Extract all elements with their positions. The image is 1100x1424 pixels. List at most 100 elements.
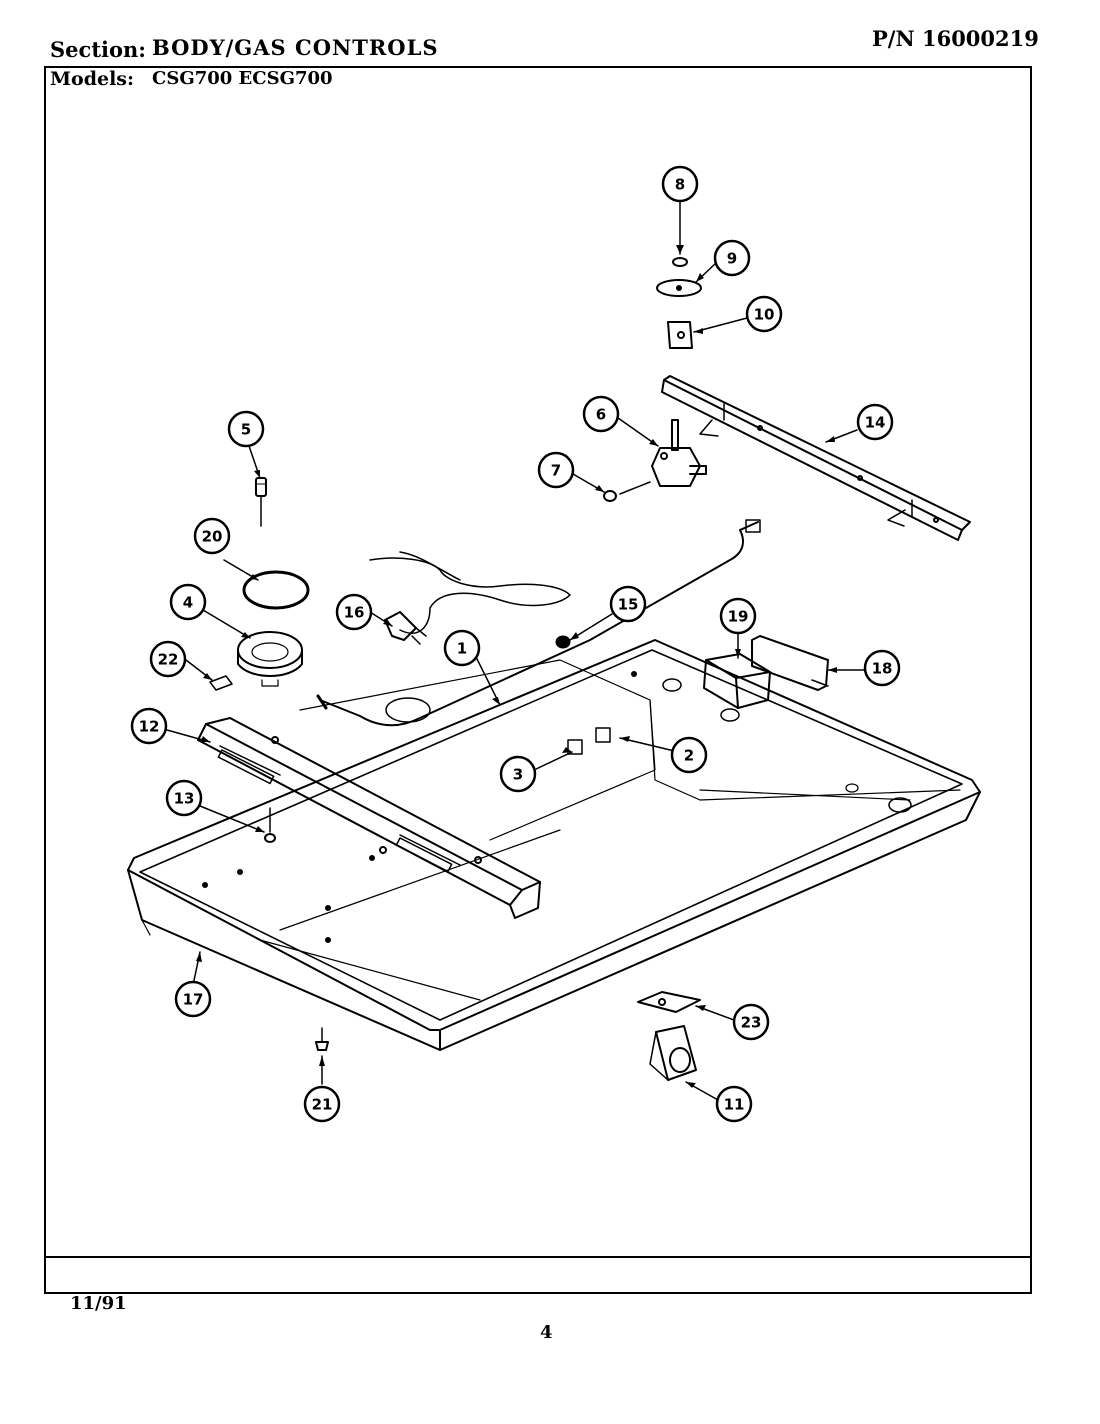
callout-number: 22: [158, 651, 179, 669]
o-ring: [242, 570, 310, 610]
callout-circle: [863, 649, 901, 687]
callout-circle: [303, 1085, 341, 1123]
callout-number: 6: [596, 406, 606, 424]
callout-number: 19: [728, 608, 749, 626]
callout-circle: [335, 593, 373, 631]
callout-circle: [499, 755, 537, 793]
callout-9: 9: [713, 239, 751, 277]
callout-3: 3: [499, 755, 537, 793]
callout-circle: [165, 779, 203, 817]
callout-number: 8: [675, 176, 685, 194]
callout-circle: [661, 165, 699, 203]
callout-circle: [169, 583, 207, 621]
callout-8: 8: [661, 165, 699, 203]
diagram-frame: [44, 66, 1032, 1294]
callout-number: 15: [618, 596, 639, 614]
callout-19: 19: [719, 597, 757, 635]
fitting-11: [649, 1025, 697, 1081]
callout-circle: [670, 736, 708, 774]
gas-valve: [603, 419, 707, 502]
switch-clip-2: [595, 727, 611, 743]
callout-circle: [130, 707, 168, 745]
callout-circle: [732, 1003, 770, 1041]
regulator: [237, 631, 303, 687]
footer-date: 11/91: [70, 1293, 127, 1314]
callout-circle: [582, 395, 620, 433]
callout-circle: [609, 585, 647, 623]
callout-number: 4: [183, 594, 193, 612]
part-number: P/N 16000219: [872, 26, 1039, 51]
callout-4: 4: [169, 583, 207, 621]
junction-box: [703, 653, 771, 709]
callout-number: 3: [513, 766, 523, 784]
leader-lines: [166, 199, 865, 1101]
callout-23: 23: [732, 1003, 770, 1041]
callout-number: 5: [241, 421, 251, 439]
callout-circle: [856, 403, 894, 441]
front-bracket: [197, 717, 541, 919]
callout-6: 6: [582, 395, 620, 433]
body-pan: [127, 639, 981, 1051]
callout-5: 5: [227, 410, 265, 448]
callout-number: 13: [174, 790, 195, 808]
callout-circle: [227, 410, 265, 448]
callout-16: 16: [335, 593, 373, 631]
callout-circle: [174, 980, 212, 1018]
callout-number: 11: [724, 1096, 745, 1114]
leader-arrowheads: [196, 245, 837, 1088]
callout-number: 10: [754, 306, 775, 324]
callout-number: 14: [865, 414, 886, 432]
clip-8: [672, 257, 688, 267]
manifold: [661, 375, 971, 541]
callout-number: 23: [741, 1014, 762, 1032]
models-label: Models:: [50, 68, 135, 90]
callout-number: 12: [139, 718, 160, 736]
callout-number: 16: [344, 604, 365, 622]
callout-number: 21: [312, 1096, 333, 1114]
callout-circle: [193, 517, 231, 555]
callout-20: 20: [193, 517, 231, 555]
callout-circle: [443, 629, 481, 667]
callout-number: 20: [202, 528, 223, 546]
footer-divider: [44, 1256, 1032, 1258]
callout-22: 22: [149, 640, 187, 678]
callout-15: 15: [609, 585, 647, 623]
callout-number: 1: [457, 640, 467, 658]
models-value: CSG700 ECSG700: [152, 68, 333, 89]
ignitor-electrode: [255, 477, 267, 527]
callout-circle: [745, 295, 783, 333]
callout-circle: [149, 640, 187, 678]
callout-21: 21: [303, 1085, 341, 1123]
mounting-plate: [637, 991, 701, 1013]
callout-number: 18: [872, 660, 893, 678]
callout-number: 7: [551, 462, 561, 480]
section-label: Section:: [50, 37, 147, 62]
callout-number: 17: [183, 991, 204, 1009]
page-number: 4: [540, 1322, 553, 1343]
switch-clip-3: [567, 739, 583, 755]
power-cord: [369, 551, 571, 645]
callout-circle: [713, 239, 751, 277]
callout-circle: [719, 597, 757, 635]
callout-2: 2: [670, 736, 708, 774]
gas-tube: [316, 519, 761, 727]
callout-number: 9: [727, 250, 737, 268]
grommet: [555, 635, 571, 649]
callout-7: 7: [537, 451, 575, 489]
callout-14: 14: [856, 403, 894, 441]
callout-13: 13: [165, 779, 203, 817]
screw-21: [315, 1027, 329, 1051]
callout-17: 17: [174, 980, 212, 1018]
callout-10: 10: [745, 295, 783, 333]
section-title: BODY/GAS CONTROLS: [152, 35, 439, 60]
callout-11: 11: [715, 1085, 753, 1123]
cover-plate: [751, 635, 829, 691]
clip-22: [209, 675, 233, 691]
callout-circle: [715, 1085, 753, 1123]
washer-9: [656, 279, 702, 297]
callout-circle: [537, 451, 575, 489]
bracket-10: [667, 321, 693, 349]
callout-18: 18: [863, 649, 901, 687]
